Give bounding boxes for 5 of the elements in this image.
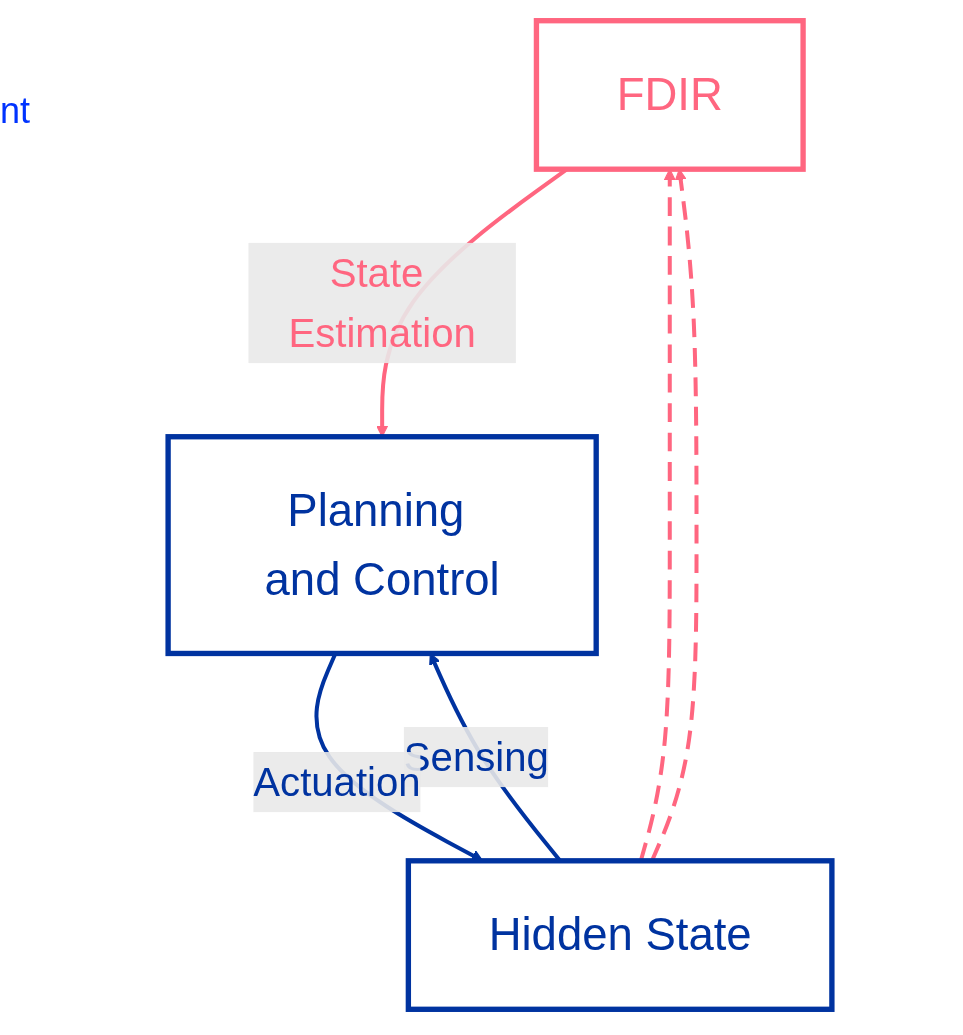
node-box: Planning and Control (165, 434, 599, 657)
edge-label: State Estimation (288, 250, 476, 356)
node-box: Hidden State (405, 858, 835, 1012)
node-box: FDIR (533, 18, 806, 172)
text-fragment: nt (0, 90, 31, 131)
